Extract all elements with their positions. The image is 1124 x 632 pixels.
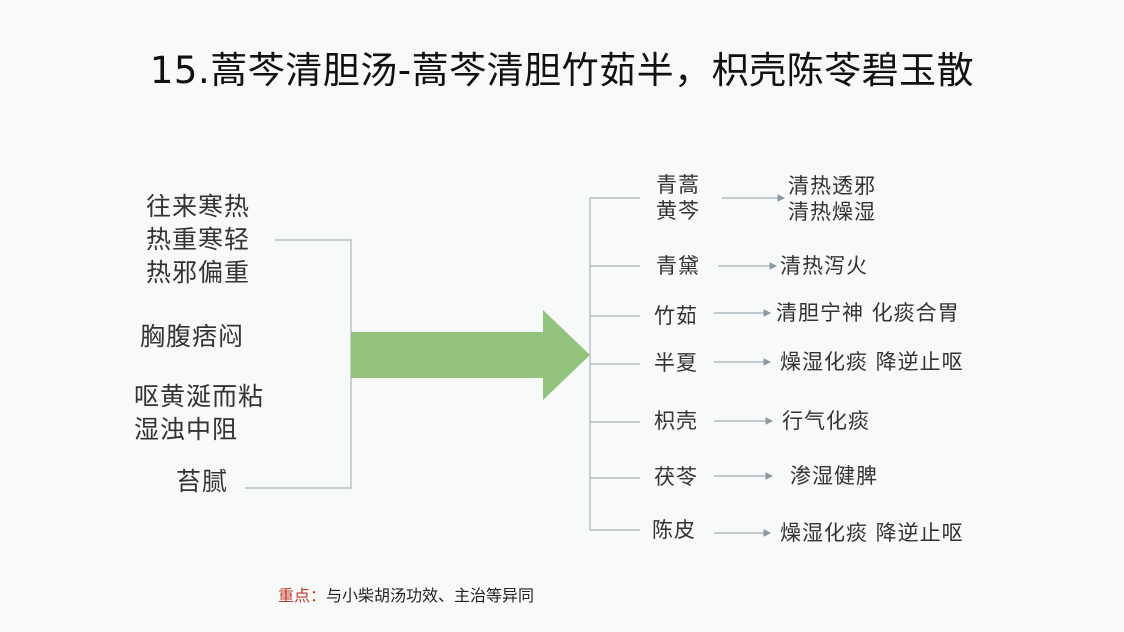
effect-fuling: 渗湿健脾 — [790, 463, 878, 489]
key-point-label: 重点： — [278, 586, 327, 605]
herb-zhiqiao: 枳壳 — [646, 408, 706, 434]
symptom-group-tongue: 苔腻 — [176, 465, 228, 498]
herb-chenpi: 陈皮 — [644, 517, 704, 543]
herb-name: 半夏 — [654, 351, 698, 375]
effect-arrowhead — [763, 309, 772, 317]
effect-arrowhead — [765, 472, 774, 480]
effect-arrowhead — [763, 358, 772, 366]
symptom-text: 往来寒热 — [146, 192, 251, 221]
symptom-text: 苔腻 — [176, 467, 229, 496]
symptom-text: 呕黄涎而粘 — [134, 382, 265, 411]
herb-name: 青黛 — [656, 254, 700, 278]
effect-text: 清热燥湿 — [788, 200, 876, 224]
effect-arrowhead — [769, 262, 778, 270]
herb-name: 黄芩 — [656, 199, 700, 223]
big-arrow — [351, 310, 590, 400]
symptom-text: 热邪偏重 — [146, 258, 251, 287]
left-bracket — [245, 239, 352, 489]
herb-banxia: 半夏 — [646, 350, 706, 376]
effect-text: 渗湿健脾 — [790, 464, 878, 488]
symptom-group-fever: 往来寒热 热重寒轻 热邪偏重 — [146, 190, 250, 289]
herb-name: 竹茹 — [654, 304, 698, 328]
symptom-group-vomit: 呕黄涎而粘 湿浊中阻 — [134, 380, 264, 446]
herb-fuling: 茯苓 — [646, 464, 706, 490]
symptom-text: 胸腹痞闷 — [140, 322, 245, 351]
effect-text: 行气化痰 — [782, 409, 870, 433]
herb-name: 枳壳 — [654, 409, 698, 433]
effect-banxia: 燥湿化痰 降逆止呕 — [780, 349, 964, 375]
herb-name: 陈皮 — [652, 518, 696, 542]
effect-qinghao-huangqin: 清热透邪 清热燥湿 — [788, 173, 876, 225]
effect-zhiqiao: 行气化痰 — [782, 408, 870, 434]
herb-name: 青蒿 — [656, 173, 700, 197]
herb-qinghao-huangqin: 青蒿 黄芩 — [648, 172, 708, 224]
effect-zhuru: 清胆宁神 化痰合胃 — [776, 300, 960, 326]
symptom-group-chest: 胸腹痞闷 — [140, 320, 244, 353]
effect-text: 清热透邪 — [788, 174, 876, 198]
herb-zhuru: 竹茹 — [646, 303, 706, 329]
effect-arrowhead — [763, 529, 772, 537]
page-title: 15.蒿芩清胆汤-蒿芩清胆竹茹半，枳壳陈苓碧玉散 — [149, 49, 975, 92]
key-point-text: 与小柴胡汤功效、主治等异同 — [326, 586, 535, 605]
symptom-text: 湿浊中阻 — [134, 415, 239, 444]
effect-text: 清胆宁神 化痰合胃 — [776, 301, 960, 325]
key-point-note: 重点：与小柴胡汤功效、主治等异同 — [278, 582, 534, 606]
effect-arrowhead — [777, 194, 786, 202]
effect-arrowhead — [765, 417, 774, 425]
effect-qingdai: 清热泻火 — [780, 253, 868, 279]
herb-name: 茯苓 — [654, 465, 698, 489]
effect-text: 清热泻火 — [780, 254, 868, 278]
effect-text: 燥湿化痰 降逆止呕 — [780, 521, 964, 545]
effect-chenpi: 燥湿化痰 降逆止呕 — [780, 520, 964, 546]
effect-text: 燥湿化痰 降逆止呕 — [780, 350, 964, 374]
herb-qingdai: 青黛 — [648, 253, 708, 279]
symptom-text: 热重寒轻 — [146, 225, 251, 254]
